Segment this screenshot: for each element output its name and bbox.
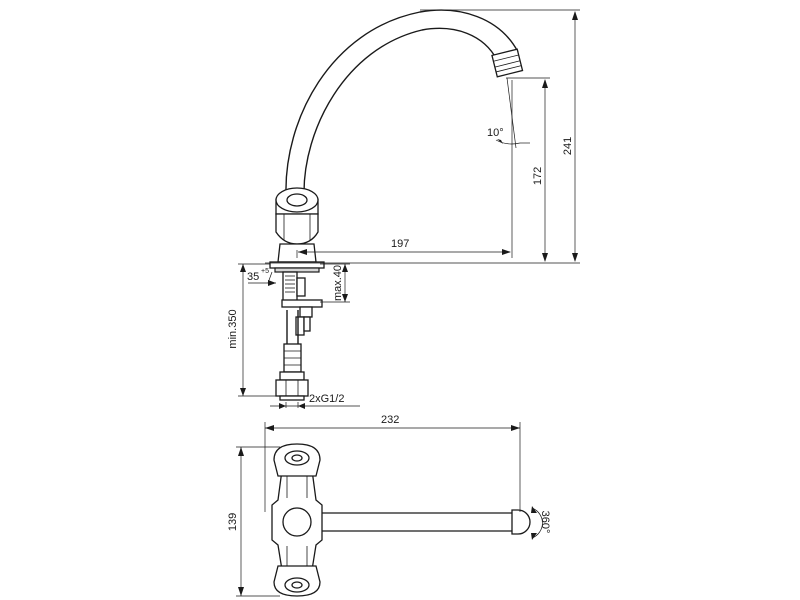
label-outlet-height: 172: [532, 167, 544, 185]
dim-swivel-range: 360°: [531, 506, 551, 540]
dim-connection: 2xG1/2: [270, 393, 360, 409]
spout-aerator: [491, 48, 524, 78]
side-view: 241 172 10° 197 35 +5: [227, 9, 580, 409]
label-min-length: min.350: [227, 309, 239, 348]
label-swivel-range: 360°: [539, 511, 551, 534]
label-base-angle: 35: [247, 271, 259, 283]
handle-knob-top-2: [273, 565, 321, 597]
dim-reach-top: 232: [264, 414, 521, 512]
mounting-shank: [281, 271, 323, 336]
dim-max-thickness: max.40: [320, 263, 350, 303]
outlet-axis: [506, 77, 517, 149]
label-reach-top: 232: [381, 414, 399, 426]
spout-tube-top: [295, 509, 531, 535]
top-view: 232 139 360°: [227, 414, 551, 597]
handle-knob-top-1: [273, 443, 321, 477]
tap-body-top: [271, 469, 323, 571]
label-total-height: 241: [562, 137, 574, 155]
label-connection: 2xG1/2: [309, 393, 344, 405]
dim-base-angle: 35 +5: [247, 268, 276, 286]
handle-knob: [275, 187, 319, 245]
spout-outer-line: [285, 9, 519, 196]
spout-inner-line: [303, 27, 498, 196]
dim-outlet-height: 172: [532, 79, 548, 262]
flexible-hose: [275, 310, 309, 401]
dim-reach-side: 197: [298, 238, 511, 255]
dim-body-depth: 139: [227, 446, 280, 597]
dim-spout-angle: 10°: [487, 127, 530, 145]
label-body-depth: 139: [227, 513, 239, 531]
dim-total-height: 241: [562, 11, 578, 262]
label-max-thickness: max.40: [332, 265, 344, 301]
dim-min-length: min.350: [227, 263, 278, 397]
label-spout-angle: 10°: [487, 127, 504, 139]
label-base-angle-tolerance: +5: [261, 268, 269, 275]
label-reach-side: 197: [391, 238, 409, 250]
